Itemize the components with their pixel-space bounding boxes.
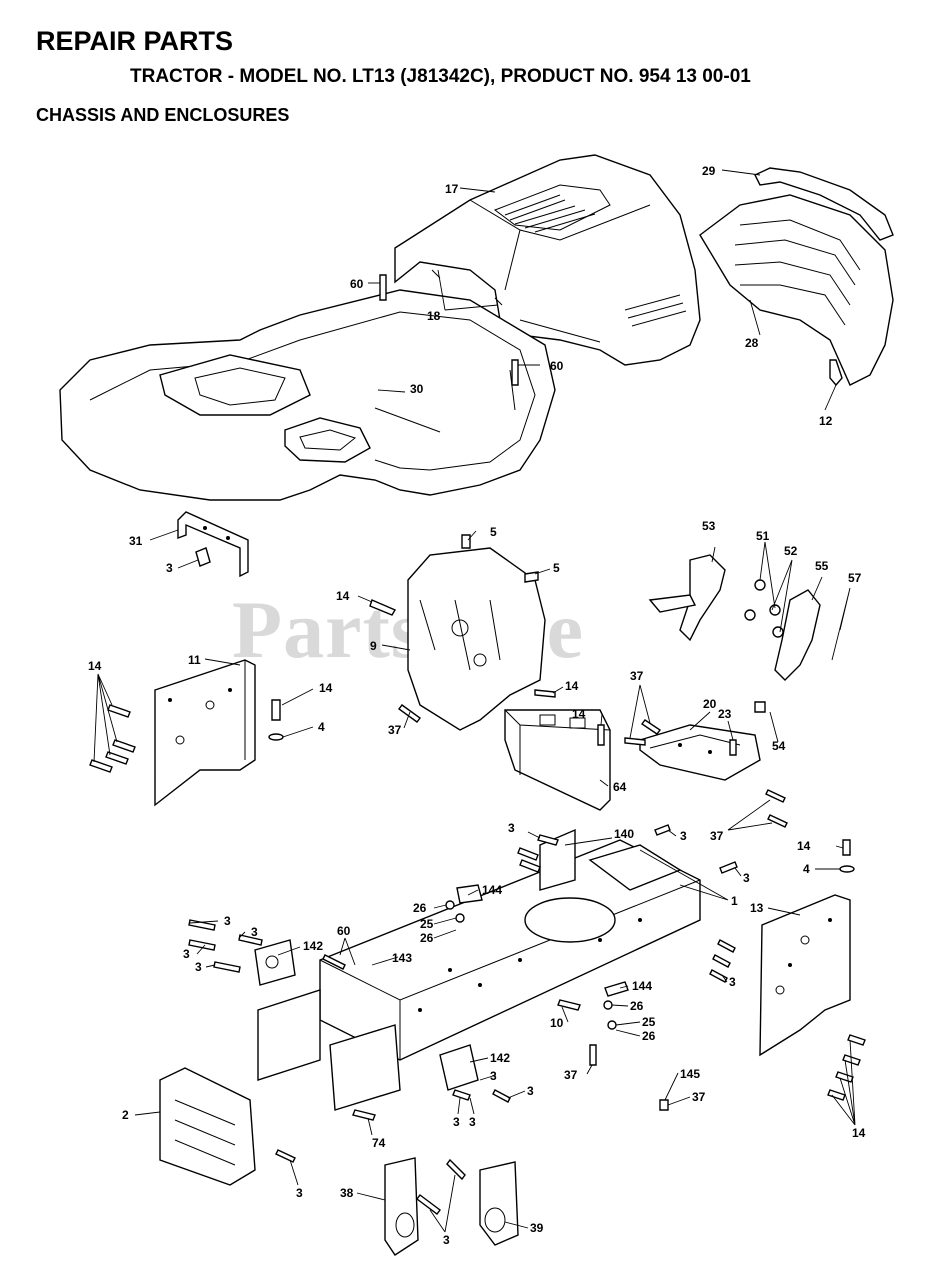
callout-23: 23 xyxy=(718,707,732,721)
axle-bracket-39 xyxy=(479,1161,519,1246)
callout-4: 4 xyxy=(803,862,810,876)
callout-51: 51 xyxy=(756,529,770,543)
callout-5: 5 xyxy=(553,561,560,575)
callout-142: 142 xyxy=(303,939,323,953)
callout-1: 1 xyxy=(731,894,738,908)
callout-3: 3 xyxy=(453,1115,460,1129)
front-bracket-142 xyxy=(254,939,296,986)
callout-4: 4 xyxy=(318,720,325,734)
dash-panel-part xyxy=(407,534,546,731)
callout-25: 25 xyxy=(642,1015,656,1029)
callout-3: 3 xyxy=(224,914,231,928)
callout-17: 17 xyxy=(445,182,459,196)
callout-31: 31 xyxy=(129,534,143,548)
callout-54: 54 xyxy=(772,739,786,753)
callout-53: 53 xyxy=(702,519,716,533)
callout-20: 20 xyxy=(703,697,717,711)
callout-3: 3 xyxy=(469,1115,476,1129)
callout-3: 3 xyxy=(490,1069,497,1083)
callout-13: 13 xyxy=(750,901,764,915)
callout-25: 25 xyxy=(420,917,434,931)
callout-29: 29 xyxy=(702,164,716,178)
leader-lines xyxy=(93,169,856,1233)
callout-37: 37 xyxy=(710,829,724,843)
callout-14: 14 xyxy=(797,839,811,853)
pedal-bracket-53 xyxy=(648,554,726,642)
main-frame-part xyxy=(319,828,701,1061)
fender-part xyxy=(59,289,556,501)
callout-30: 30 xyxy=(410,382,424,396)
callout-145: 145 xyxy=(680,1067,700,1081)
callout-18: 18 xyxy=(427,309,441,323)
callout-2: 2 xyxy=(122,1108,129,1122)
callout-144: 144 xyxy=(632,979,652,993)
axle-bracket-38 xyxy=(384,1157,419,1256)
section-title: CHASSIS AND ENCLOSURES xyxy=(36,105,290,125)
callout-14: 14 xyxy=(88,659,102,673)
callout-143: 143 xyxy=(392,951,412,965)
page-subtitle: TRACTOR - MODEL NO. LT13 (J81342C), PROD… xyxy=(130,66,751,87)
callout-37: 37 xyxy=(630,669,644,683)
mounting-plate-20 xyxy=(639,724,761,781)
callout-3: 3 xyxy=(296,1186,303,1200)
callout-14: 14 xyxy=(572,707,586,721)
callout-3: 3 xyxy=(680,829,687,843)
callout-55: 55 xyxy=(815,559,829,573)
callout-28: 28 xyxy=(745,336,759,350)
callout-3: 3 xyxy=(166,561,173,575)
callout-3: 3 xyxy=(729,975,736,989)
pedal-bracket-55 xyxy=(744,579,821,681)
callout-144: 144 xyxy=(482,883,502,897)
callout-3: 3 xyxy=(183,947,190,961)
bracket-31 xyxy=(177,511,249,578)
grille-part xyxy=(699,167,894,387)
callout-14: 14 xyxy=(565,679,579,693)
callout-37: 37 xyxy=(692,1090,706,1104)
callout-3: 3 xyxy=(508,821,515,835)
page-title: REPAIR PARTS xyxy=(36,26,234,56)
callout-37: 37 xyxy=(388,723,402,737)
front-plate-part xyxy=(159,989,401,1186)
callout-labels: 17 29 60 18 28 60 30 12 31 3 5 5 53 51 5… xyxy=(88,164,866,1247)
callout-37: 37 xyxy=(564,1068,578,1082)
callout-26: 26 xyxy=(420,931,434,945)
callout-11: 11 xyxy=(188,653,201,667)
callout-74: 74 xyxy=(372,1136,386,1150)
fastener-group xyxy=(89,274,866,1215)
hood-part xyxy=(394,154,701,366)
callout-60: 60 xyxy=(350,277,364,291)
callout-3: 3 xyxy=(527,1084,534,1098)
callout-3: 3 xyxy=(251,925,258,939)
console-part xyxy=(504,709,611,811)
callout-38: 38 xyxy=(340,1186,354,1200)
callout-14: 14 xyxy=(852,1126,866,1140)
callout-26: 26 xyxy=(413,901,427,915)
callout-12: 12 xyxy=(819,414,833,428)
bracket-142b xyxy=(439,1044,479,1091)
callout-60: 60 xyxy=(337,924,351,938)
callout-52: 52 xyxy=(784,544,798,558)
callout-39: 39 xyxy=(530,1221,544,1235)
callout-14: 14 xyxy=(319,681,333,695)
callout-57: 57 xyxy=(848,571,862,585)
callout-3: 3 xyxy=(443,1233,450,1247)
callout-10: 10 xyxy=(550,1016,564,1030)
callout-26: 26 xyxy=(642,1029,656,1043)
callout-60: 60 xyxy=(550,359,564,373)
callout-140: 140 xyxy=(614,827,634,841)
right-side-panel xyxy=(759,839,855,1057)
callout-3: 3 xyxy=(195,960,202,974)
callout-14: 14 xyxy=(336,589,350,603)
callout-3: 3 xyxy=(743,871,750,885)
left-side-panel xyxy=(154,659,284,807)
callout-9: 9 xyxy=(370,639,377,653)
callout-142: 142 xyxy=(490,1051,510,1065)
callout-64: 64 xyxy=(613,780,627,794)
callout-5: 5 xyxy=(490,525,497,539)
callout-26: 26 xyxy=(630,999,644,1013)
